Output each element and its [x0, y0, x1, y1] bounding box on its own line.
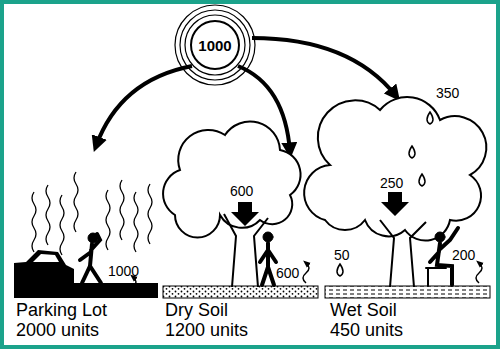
tree-trunk — [380, 220, 426, 287]
evaporation-arrow — [130, 277, 136, 297]
energy-number: 600 — [230, 184, 253, 198]
car — [14, 250, 74, 285]
asphalt — [14, 283, 158, 298]
shade-arrow — [231, 202, 259, 226]
sun-rays — [175, 5, 255, 85]
water-drops — [337, 112, 433, 276]
evaporation-arrow — [476, 263, 482, 283]
tree-crown — [163, 122, 301, 238]
wet-soil — [325, 286, 490, 298]
energy-number: 250 — [380, 176, 403, 190]
energy-number: 600 — [276, 266, 299, 280]
tree-crown — [304, 97, 486, 240]
surface-label: Wet Soil 450 units — [330, 300, 425, 340]
shade-arrow — [381, 192, 409, 216]
dry-soil — [163, 286, 318, 298]
energy-number: 200 — [452, 248, 475, 262]
standing-person — [260, 232, 276, 285]
circle-shape — [191, 21, 239, 69]
energy-number: 350 — [436, 86, 459, 100]
sun-circle: 1000 — [190, 20, 240, 70]
surface-label: Dry Soil 1200 units — [165, 300, 265, 340]
energy-number: 50 — [334, 248, 350, 262]
surface-label: Parking Lot 2000 units — [16, 300, 126, 340]
sun-value: 1000 — [198, 38, 231, 53]
walking-person — [80, 233, 101, 283]
evaporation-arrow — [303, 263, 309, 283]
energy-number: 1000 — [108, 264, 139, 278]
